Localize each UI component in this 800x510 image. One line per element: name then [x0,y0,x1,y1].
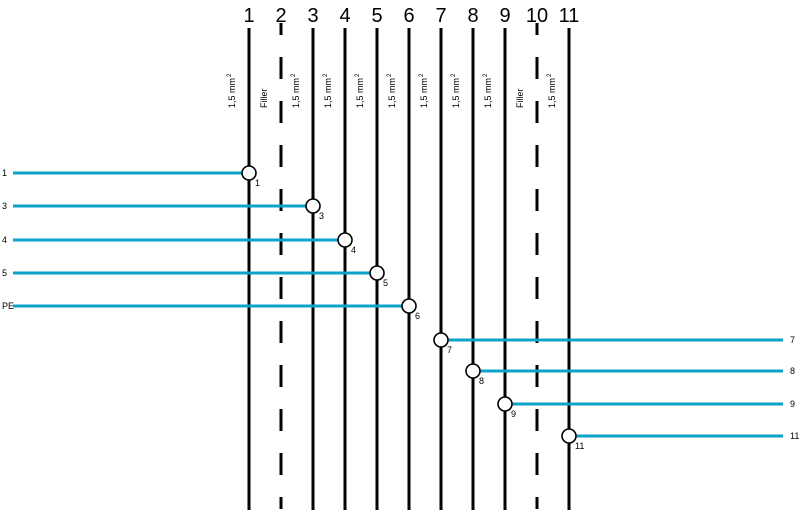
node-circle-icon [497,396,513,412]
column-spec: 1,5 mm2 [387,73,397,108]
wire-label: 4 [2,235,7,245]
wire-label: 3 [2,201,7,211]
node-circle-icon [433,332,449,348]
column-number: 7 [435,5,446,27]
column-number: 4 [339,5,350,27]
wire-label: 8 [790,366,795,376]
wire-right-11: 11 [576,431,799,441]
node-circle-icon [561,428,577,444]
wire-right-7: 7 [448,335,795,345]
node-label: 5 [383,278,388,288]
wire-label: PE [2,301,14,311]
column-number: 5 [371,5,382,27]
column-number: 6 [403,5,414,27]
connection-node: 8 [465,363,484,386]
connection-node: 3 [305,198,324,221]
wire-left-3: 3 [2,201,306,211]
node-label: 9 [511,409,516,419]
connection-node: 1 [241,165,260,188]
column-spec: Filler [259,88,269,108]
column-spec: 1,5 mm2 [419,73,429,108]
column-8: 8 1,5 mm2 [451,5,479,510]
node-circle-icon [465,363,481,379]
wire-left-4: 4 [2,235,338,245]
connection-node: 9 [497,396,516,419]
column-number: 1 [243,5,254,27]
column-spec: 1,5 mm2 [291,73,301,108]
column-number: 10 [526,5,548,27]
column-4: 4 1,5 mm2 [323,5,351,510]
column-1: 1 1,5 mm2 [227,5,255,510]
node-label: 3 [319,211,324,221]
connection-node: 4 [337,232,356,255]
node-label: 11 [575,441,584,451]
column-number: 8 [467,5,478,27]
wire-left-1: 1 [2,168,242,178]
column-spec: 1,5 mm2 [483,73,493,108]
wire-label: 7 [790,335,795,345]
wires: 1 3 4 5PE 7 8 9 11 [2,168,799,441]
column-spec: 1,5 mm2 [355,73,365,108]
wire-label: 9 [790,399,795,409]
node-circle-icon [401,298,417,314]
node-label: 6 [415,311,420,321]
wire-right-9: 9 [512,399,795,409]
wire-label: 11 [790,431,799,441]
node-label: 7 [447,345,452,355]
wire-right-8: 8 [480,366,795,376]
wire-left-PE: PE [2,301,402,311]
wire-label: 5 [2,268,7,278]
connection-node: 6 [401,298,420,321]
column-number: 9 [499,5,510,27]
node-circle-icon [241,165,257,181]
connection-node: 7 [433,332,452,355]
column-spec: 1,5 mm2 [451,73,461,108]
column-spec: 1,5 mm2 [547,73,557,108]
column-3: 3 1,5 mm2 [291,5,319,510]
wire-left-5: 5 [2,268,370,278]
node-label: 1 [255,178,260,188]
node-label: 4 [351,245,356,255]
column-spec: 1,5 mm2 [323,73,333,108]
column-6: 6 1,5 mm2 [387,5,415,510]
column-7: 7 1,5 mm2 [419,5,447,510]
connection-node: 5 [369,265,388,288]
node-label: 8 [479,376,484,386]
column-spec: Filler [515,88,525,108]
node-circle-icon [305,198,321,214]
column-number: 3 [307,5,318,27]
wire-label: 1 [2,168,7,178]
node-circle-icon [337,232,353,248]
connection-nodes: 1 3 4 5 6 7 8 9 11 [241,165,584,451]
node-circle-icon [369,265,385,281]
column-9: 9 1,5 mm2 [483,5,511,510]
column-5: 5 1,5 mm2 [355,5,383,510]
column-number: 11 [559,5,580,27]
column-number: 2 [275,5,286,27]
connection-node: 11 [561,428,584,451]
column-spec: 1,5 mm2 [227,73,237,108]
